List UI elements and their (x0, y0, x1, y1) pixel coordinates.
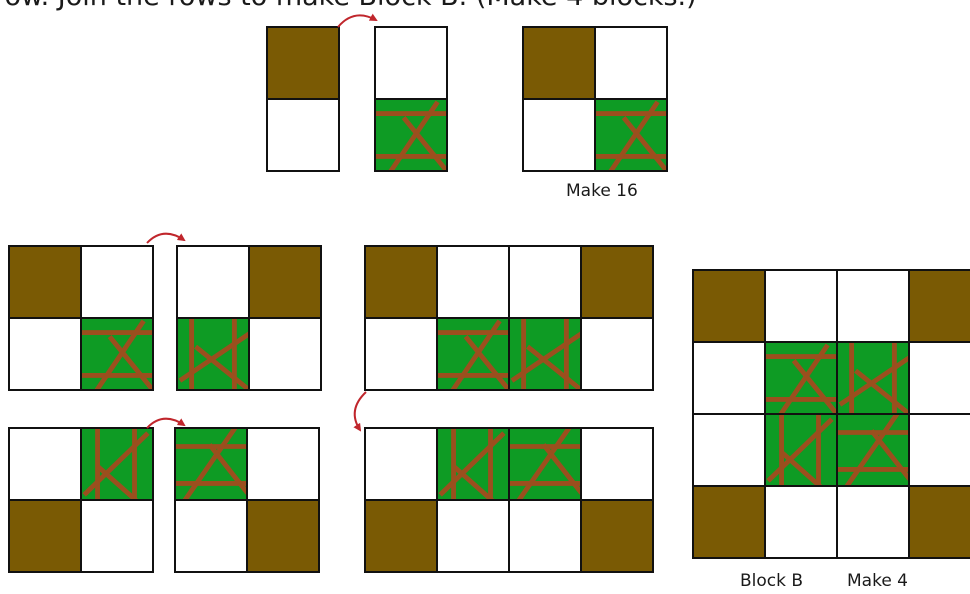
flip-arrow-row1 (147, 234, 184, 243)
join-rows-arrow (355, 392, 366, 430)
flip-arrow-row2 (147, 419, 184, 428)
caption-make-16: Make 16 (566, 183, 638, 200)
flip-arrow-top (338, 15, 376, 27)
caption-block-b: Block B (740, 573, 803, 590)
caption-make-4: Make 4 (847, 573, 908, 590)
